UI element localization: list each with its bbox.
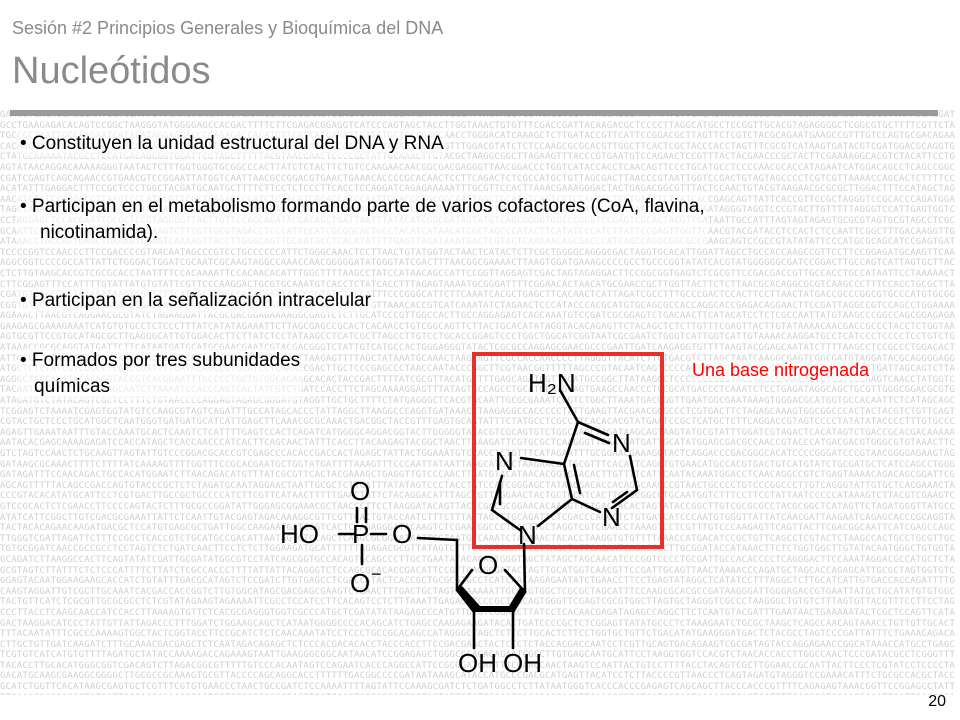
bullet-metabolism-line1: • Participan en el metabolismo formando …	[20, 196, 705, 217]
page-number: 20	[928, 693, 946, 710]
bullet-signaling: • Participan en la señalización intracel…	[18, 288, 373, 314]
bullet-subunits-line2: químicas	[34, 376, 111, 397]
slide-title: Nucleótidos	[12, 50, 211, 92]
nitrogenous-base-caption: Una base nitrogenada	[692, 360, 870, 381]
bullet-structural-unit: • Constituyen la unidad estructural del …	[18, 131, 446, 157]
bullet-subunits-line1: • Formados por tres subunidades	[20, 350, 301, 371]
bullet-subunits: • Formados por tres subunidades químicas	[18, 348, 303, 400]
slide-subtitle: Sesión #2 Principios Generales y Bioquím…	[12, 18, 444, 38]
bullet-metabolism: • Participan en el metabolismo formando …	[18, 194, 707, 246]
bullet-metabolism-line2: nicotinamida).	[40, 222, 159, 243]
title-divider	[10, 110, 938, 116]
